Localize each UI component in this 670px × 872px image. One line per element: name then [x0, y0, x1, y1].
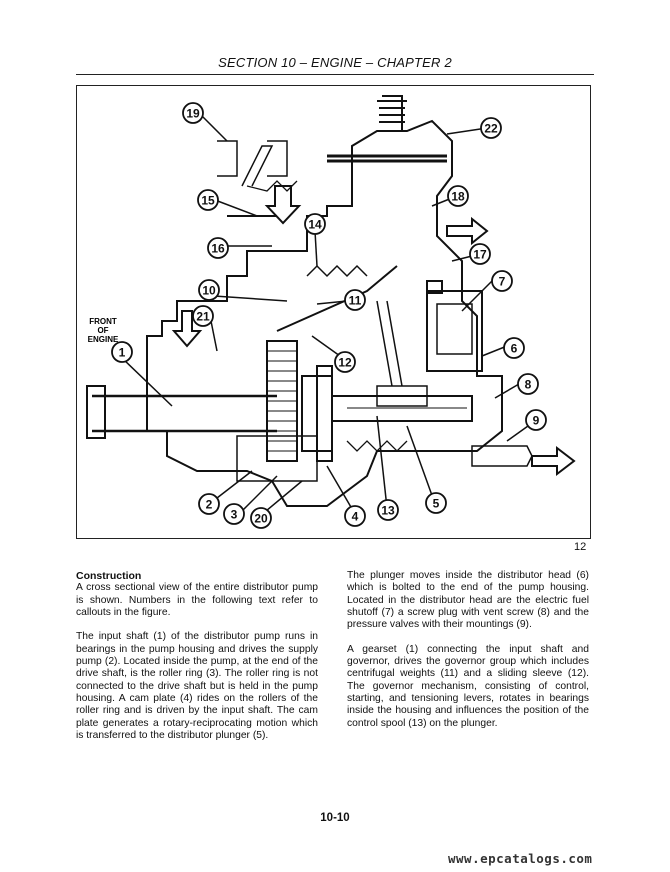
- callout-label: 15: [201, 194, 215, 208]
- callout-label: 13: [381, 504, 395, 518]
- callout-label: 16: [211, 242, 225, 256]
- callout-13: 13: [377, 499, 399, 521]
- callout-8: 8: [517, 373, 539, 395]
- callout-label: 20: [254, 512, 268, 526]
- section-heading: Construction: [76, 570, 142, 582]
- callout-label: 22: [484, 122, 498, 136]
- callout-label: 1: [119, 346, 126, 360]
- page-number: 10-10: [320, 812, 350, 824]
- callout-label: 7: [499, 275, 506, 289]
- front-label-line-2: OF: [97, 326, 108, 335]
- callout-16: 16: [207, 237, 229, 259]
- callout-label: 10: [202, 284, 216, 298]
- callout-19: 19: [182, 102, 204, 124]
- callout-label: 2: [206, 498, 213, 512]
- callout-label: 21: [196, 310, 210, 324]
- front-label-line-1: FRONT: [89, 317, 117, 326]
- paragraph: A gearset (1) connecting the input shaft…: [347, 643, 589, 729]
- section-header: SECTION 10 – ENGINE – CHAPTER 2: [218, 55, 452, 70]
- paragraph: The input shaft (1) of the distributor p…: [76, 631, 318, 741]
- callout-15: 15: [197, 189, 219, 211]
- callout-label: 8: [525, 378, 532, 392]
- callout-12: 12: [334, 351, 356, 373]
- watermark: www.epcatalogs.com: [448, 851, 593, 866]
- callout-5: 5: [425, 492, 447, 514]
- callout-22: 22: [480, 117, 502, 139]
- callout-9: 9: [525, 409, 547, 431]
- left-column: Construction A cross sectional view of t…: [76, 570, 318, 754]
- callout-3: 3: [223, 503, 245, 525]
- callout-2: 2: [198, 493, 220, 515]
- callout-1: 1: [111, 341, 133, 363]
- callout-4: 4: [344, 505, 366, 527]
- callout-21: 21: [192, 305, 214, 327]
- callout-label: 6: [511, 342, 518, 356]
- callout-label: 4: [352, 510, 359, 524]
- callout-label: 3: [231, 508, 238, 522]
- callout-20: 20: [250, 507, 272, 529]
- right-column: The plunger moves inside the distributor…: [347, 570, 589, 742]
- callout-17: 17: [469, 243, 491, 265]
- header-rule: [76, 74, 594, 75]
- figure-number: 12: [574, 541, 587, 553]
- callout-10: 10: [198, 279, 220, 301]
- callout-7: 7: [491, 270, 513, 292]
- callout-18: 18: [447, 185, 469, 207]
- callout-label: 9: [533, 414, 540, 428]
- callout-label: 19: [186, 107, 200, 121]
- callout-label: 12: [338, 356, 352, 370]
- front-label-line-3: ENGINE: [88, 335, 119, 344]
- callout-11: 11: [344, 289, 366, 311]
- callout-label: 18: [451, 190, 465, 204]
- paragraph: A cross sectional view of the entire dis…: [76, 582, 318, 618]
- callout-label: 5: [433, 497, 440, 511]
- callout-14: 14: [304, 213, 326, 235]
- callout-6: 6: [503, 337, 525, 359]
- callout-label: 17: [473, 248, 487, 262]
- callout-label: 14: [308, 218, 322, 232]
- paragraph: The plunger moves inside the distributor…: [347, 570, 589, 631]
- callout-label: 11: [349, 294, 362, 308]
